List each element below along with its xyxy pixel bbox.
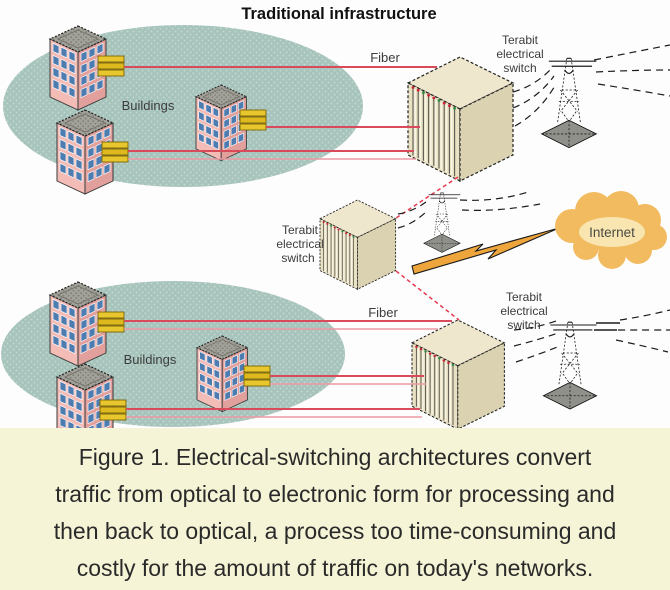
building (196, 335, 248, 413)
switch-label-bottom: Terabit electrical switch (500, 290, 547, 332)
svg-text:Terabit: Terabit (282, 223, 319, 237)
lightning-bolt-icon (411, 227, 560, 275)
svg-text:electrical: electrical (500, 304, 547, 318)
switch-label-top: Terabit electrical switch (496, 33, 543, 75)
switch-link-middle-bottom (395, 270, 460, 321)
power-tower-bottom (513, 309, 670, 410)
svg-text:Terabit: Terabit (502, 33, 539, 47)
svg-text:electrical: electrical (496, 47, 543, 61)
svg-text:switch: switch (507, 318, 540, 332)
fiber-lines-top (124, 66, 437, 160)
svg-text:switch: switch (503, 61, 536, 75)
figure-caption: Figure 1. Electrical-switching architect… (0, 428, 670, 590)
fiber-connector (97, 311, 125, 333)
internet-cloud: Internet (555, 191, 667, 269)
network-diagram: Traditional infrastructure (1, 5, 670, 430)
fiber-lines-bottom (124, 320, 452, 418)
switch-label-middle: Terabit electrical switch (276, 223, 323, 265)
terabit-switch-middle (319, 199, 397, 290)
caption-line: traffic from optical to electronic form … (55, 481, 615, 507)
fiber-connector (99, 399, 127, 421)
switch-link-top-middle (395, 176, 459, 219)
fiber-connector (101, 141, 129, 163)
svg-text:Terabit: Terabit (506, 290, 543, 304)
caption-line: costly for the amount of traffic on toda… (76, 555, 594, 581)
internet-label: Internet (589, 225, 635, 240)
buildings-label-bottom: Buildings (124, 352, 177, 367)
svg-text:switch: switch (281, 251, 314, 265)
fiber-label-top: Fiber (370, 50, 400, 65)
terabit-switch-top (407, 56, 514, 182)
svg-text:electrical: electrical (276, 237, 323, 251)
fiber-label-bottom: Fiber (368, 305, 398, 320)
power-tower-top (512, 44, 670, 149)
caption-line: Figure 1. Electrical-switching architect… (78, 444, 592, 470)
buildings-label-top: Buildings (122, 98, 175, 113)
terabit-switch-bottom (411, 319, 506, 430)
building (195, 84, 247, 162)
fiber-connector (97, 55, 125, 77)
caption-line: then back to optical, a process too time… (53, 518, 617, 544)
fiber-connector (239, 109, 267, 131)
diagram-title: Traditional infrastructure (241, 5, 436, 23)
fiber-connector (243, 365, 271, 387)
power-tower-middle (397, 191, 541, 253)
